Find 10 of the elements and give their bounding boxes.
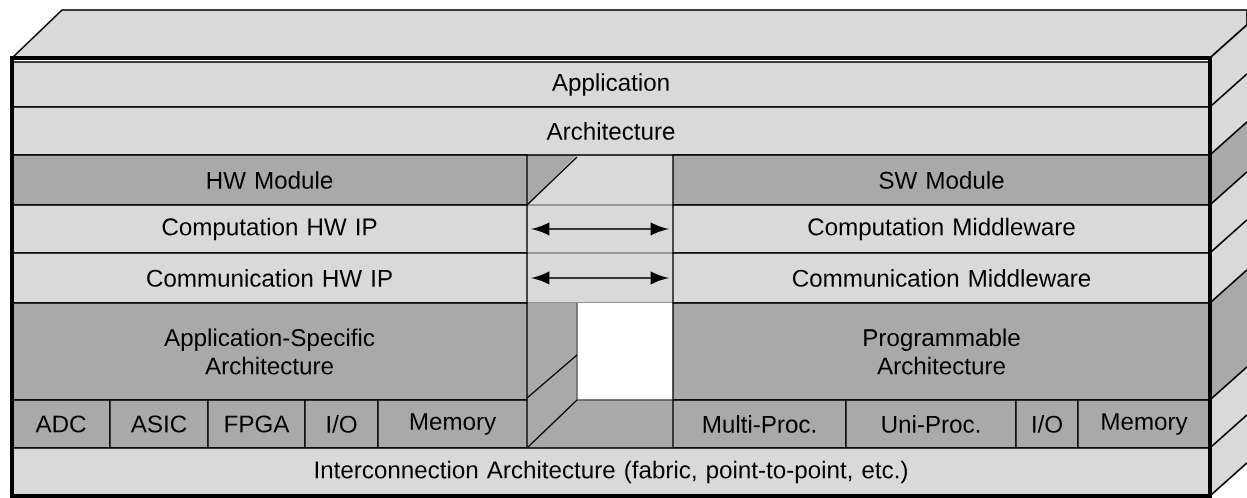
layer-band: Computation HW IP (11, 204, 528, 254)
component-box: ADC (11, 399, 111, 449)
double-arrow (533, 271, 667, 285)
component-box: I/O (304, 399, 379, 449)
component-box: I/O (1015, 399, 1079, 449)
component-box: Multi-Proc. (672, 399, 847, 449)
layer-band: Communication HW IP (11, 252, 528, 304)
double-arrow (533, 222, 667, 236)
component-box: ASIC (109, 399, 209, 449)
component-box: FPGA (207, 399, 306, 449)
